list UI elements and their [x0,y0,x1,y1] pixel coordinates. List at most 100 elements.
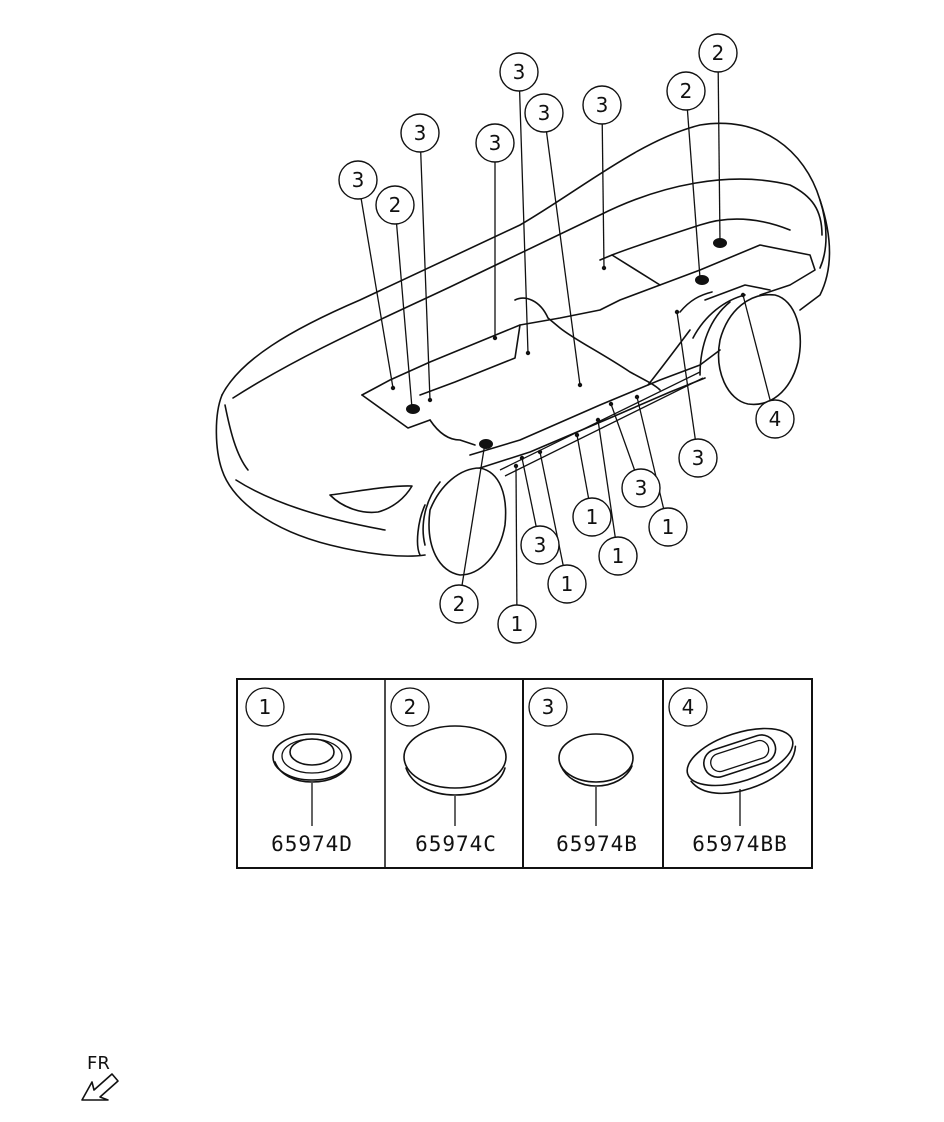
callout-circle [497,604,537,644]
leader-line [395,223,413,409]
callout-label: 1 [511,612,524,636]
callout-label: 2 [389,193,402,217]
leader-point [574,432,580,438]
leader-point [513,463,519,469]
leader-line [545,131,581,386]
leader-point [717,239,723,245]
callout-circle [648,507,688,547]
callout-circle [582,85,622,125]
part-code-4: 65974BB [692,832,788,856]
leader-line [420,151,431,401]
leader-point [427,397,433,403]
leader-line [717,71,721,243]
callout-label: 1 [561,572,574,596]
callout-3-4: 3 [499,52,539,356]
leader-point [390,385,396,391]
leader-line [360,198,394,389]
leader-line [686,109,701,279]
callout-label: 3 [414,121,427,145]
legend-cell-4: 4 65974BB [668,687,797,856]
plug-small-icon [558,733,634,826]
leader-line [521,457,537,527]
callout-1-11: 1 [634,394,688,547]
direction-indicator: FR [81,1053,119,1101]
leader-line [597,419,616,538]
callout-label: 2 [453,592,466,616]
callout-label: 3 [534,533,547,557]
callout-circle [755,399,795,439]
callout-3-3: 3 [475,123,515,341]
front-arrow-icon [81,1073,119,1101]
leader-line [742,294,771,401]
callout-2-7: 2 [666,71,706,281]
leader-point [740,292,746,298]
leader-point [608,401,614,407]
callout-label: 3 [489,131,502,155]
legend-cell-2: 2 65974C [390,687,507,856]
leader-line [601,123,605,269]
leader-line [518,90,529,354]
legend-callout-1: 1 [259,695,272,719]
callout-circle [678,438,718,478]
leader-point [409,405,415,411]
callout-circle [598,536,638,576]
legend-callout-3: 3 [542,695,555,719]
legend-cell-1: 1 65974D [245,687,352,856]
callout-label: 1 [612,544,625,568]
callout-circle [338,160,378,200]
callout-2-1: 2 [375,185,415,411]
part-code-2: 65974C [415,832,497,856]
callout-4-9: 4 [740,292,795,439]
callout-3-2: 3 [400,113,440,403]
leader-point [482,440,488,446]
callout-label: 4 [769,407,782,431]
callout-circle [524,93,564,133]
leader-point [634,394,640,400]
callout-1-13: 1 [595,417,638,576]
callout-2-18: 2 [439,440,488,624]
legend-cell-3: 3 65974B [528,687,638,856]
legend-callout-2: 2 [404,695,417,719]
callout-circle [621,468,661,508]
callout-circle [475,123,515,163]
callout-label: 3 [513,60,526,84]
plug-oval-icon [686,727,797,826]
part-code-3: 65974B [556,832,638,856]
callout-circle [375,185,415,225]
leader-point [697,275,703,281]
callout-3-6: 3 [582,85,622,271]
callout-circle [400,113,440,153]
fr-label: FR [87,1053,110,1074]
callout-circle [698,33,738,73]
callout-label: 1 [662,515,675,539]
leader-point [674,309,680,315]
leader-line [676,311,696,440]
legend-callout-4: 4 [682,695,695,719]
callout-label: 3 [538,101,551,125]
leader-line [515,465,518,606]
leader-point [595,417,601,423]
leader-point [525,350,531,356]
plug-large-icon [403,725,507,826]
callout-label: 3 [635,476,648,500]
callout-label: 2 [712,41,725,65]
leader-point [601,265,607,271]
callout-3-12: 3 [608,401,661,508]
callout-circle [547,564,587,604]
callout-label: 3 [692,446,705,470]
leader-point [492,335,498,341]
grommet-ring-icon [272,733,352,826]
leader-point [577,382,583,388]
callout-circle [520,525,560,565]
callout-2-8: 2 [698,33,738,245]
callout-circle [499,52,539,92]
leader-line [461,442,486,586]
callout-circle [666,71,706,111]
callout-1-14: 1 [572,432,612,537]
leader-point [519,455,525,461]
callout-label: 1 [586,505,599,529]
callout-3-0: 3 [338,160,396,391]
callout-3-10: 3 [674,309,718,478]
